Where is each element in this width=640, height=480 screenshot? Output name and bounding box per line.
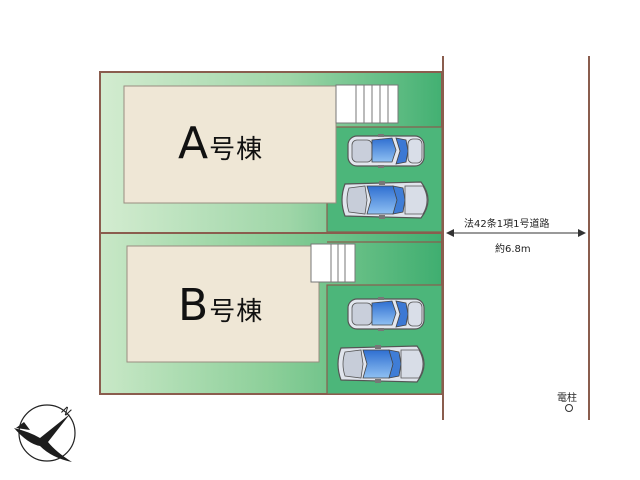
entrance-steps-a <box>335 84 399 124</box>
building-a-suffix: 号棟 <box>209 135 264 165</box>
building-a-letter: A <box>178 118 210 169</box>
building-a <box>123 85 337 204</box>
road-type-label: 法42条1項1号道路 <box>464 219 550 230</box>
building-b-letter: B <box>178 280 210 331</box>
car-icon <box>347 133 425 169</box>
car-icon <box>337 344 425 384</box>
building-b-label: B号棟 <box>178 280 263 331</box>
road-width-label: 約6.8m <box>495 244 531 255</box>
building-b-suffix: 号棟 <box>209 297 264 327</box>
utility-pole-label: 電柱 <box>557 393 577 404</box>
building-a-label: A号棟 <box>178 118 263 169</box>
road-width-arrow <box>446 229 586 237</box>
compass-icon <box>14 404 76 462</box>
utility-pole-icon <box>565 404 573 412</box>
entrance-steps-b <box>310 243 356 283</box>
building-b <box>126 245 320 363</box>
car-icon <box>341 180 429 220</box>
car-icon <box>347 296 425 332</box>
